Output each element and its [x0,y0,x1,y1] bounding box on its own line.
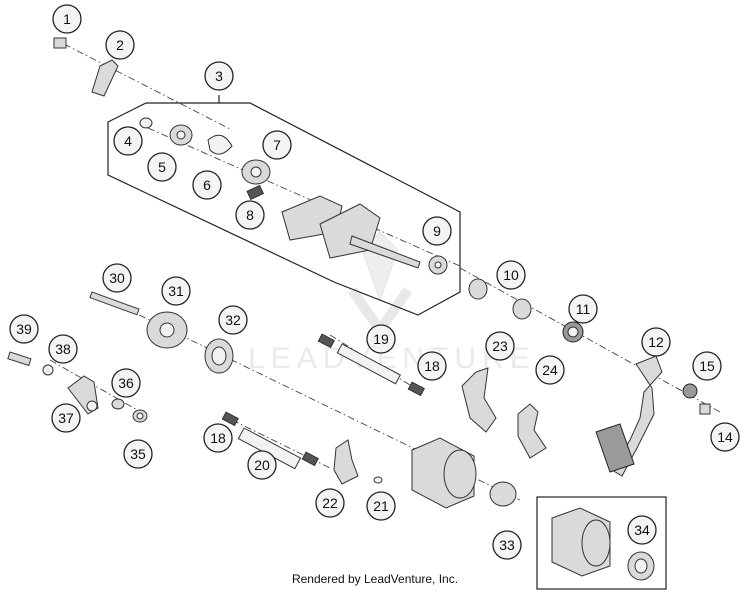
svg-text:37: 37 [58,410,74,426]
svg-text:24: 24 [542,362,558,378]
callout-5: 5 [147,152,177,182]
callout-22: 22 [315,488,345,518]
svg-text:36: 36 [118,375,134,391]
svg-text:10: 10 [503,267,519,283]
callout-6: 6 [192,170,222,200]
callout-31: 31 [161,276,191,306]
part-2-lever [91,59,119,97]
svg-text:23: 23 [492,338,508,354]
part-10-bushing-a [468,278,488,300]
callout-38: 38 [48,334,78,364]
svg-text:30: 30 [109,270,125,286]
svg-text:6: 6 [203,177,211,193]
svg-text:20: 20 [254,457,270,473]
callout-11: 11 [568,294,598,324]
svg-text:4: 4 [124,133,132,149]
callout-24: 24 [535,355,565,385]
svg-text:1: 1 [63,11,71,27]
callout-34: 34 [627,515,657,545]
svg-text:34: 34 [634,522,650,538]
callout-36: 36 [111,368,141,398]
callout-35: 35 [123,439,153,469]
callout-32: 32 [218,305,248,335]
svg-text:3: 3 [215,68,223,84]
svg-text:22: 22 [322,495,338,511]
svg-text:21: 21 [373,498,389,514]
callout-15: 15 [692,351,722,381]
part-14-bolt [699,403,711,415]
part-38-washer [42,364,54,376]
callout-23: 23 [485,331,515,361]
part-1-bolt [53,37,67,49]
svg-text:7: 7 [273,137,281,153]
svg-text:19: 19 [373,331,389,347]
part-18-spring-b [407,381,425,397]
part-18-spring-a [317,333,335,349]
callout-14: 14 [710,422,740,452]
part-24-fork [517,403,547,459]
callout-21: 21 [366,491,396,521]
svg-text:35: 35 [130,446,146,462]
callout-8: 8 [235,200,265,230]
svg-text:18: 18 [210,430,226,446]
svg-text:18: 18 [424,358,440,374]
callout-18a: 18 [203,423,233,453]
part-8-spring [246,184,264,201]
part-10-bushing-b [512,298,532,320]
part-21-pin [373,476,383,484]
callout-1: 1 [52,4,82,34]
callout-19: 19 [366,324,396,354]
svg-text:15: 15 [699,358,715,374]
part-shift-shaft [349,235,421,269]
callout-18b: 18 [417,351,447,381]
part-12-pedal-tip [595,423,635,473]
assembly-frame-3 [107,102,461,316]
callout-2: 2 [105,30,135,60]
assembly-frame-33 [536,496,667,590]
part-30-bolt [89,291,140,316]
part-4-clip [139,117,153,129]
credit-text: Rendered by LeadVenture, Inc. [291,572,459,586]
callout-20: 20 [247,450,277,480]
callout-9: 9 [422,216,452,246]
part-15-washer [682,383,698,399]
svg-text:8: 8 [246,207,254,223]
part-23-fork [461,367,497,433]
svg-text:38: 38 [55,341,71,357]
part-18-spring-d [301,451,319,467]
callout-4: 4 [113,126,143,156]
callout-37: 37 [51,403,81,433]
svg-text:33: 33 [499,537,515,553]
svg-text:9: 9 [433,223,441,239]
callout-12: 12 [641,327,671,357]
part-shapes [7,37,711,581]
part-18-spring-c [221,411,239,427]
callout-39: 39 [9,314,39,344]
callout-7: 7 [262,130,292,160]
svg-text:11: 11 [576,301,591,317]
part-39-bolt [7,351,32,367]
callout-10: 10 [496,260,526,290]
part-drum-bearing [489,481,517,507]
callout-3: 3 [204,61,234,91]
part-6-spring-clip [207,134,233,155]
svg-text:2: 2 [116,37,124,53]
svg-text:39: 39 [16,321,32,337]
svg-text:31: 31 [168,283,184,299]
callout-30: 30 [102,263,132,293]
svg-text:12: 12 [648,334,664,350]
svg-text:32: 32 [225,312,241,328]
svg-text:14: 14 [717,429,733,445]
part-22-fork [333,439,359,485]
svg-text:5: 5 [158,159,166,175]
part-19-rod [336,343,401,385]
part-36-roller [111,398,125,410]
callout-33: 33 [492,530,522,560]
